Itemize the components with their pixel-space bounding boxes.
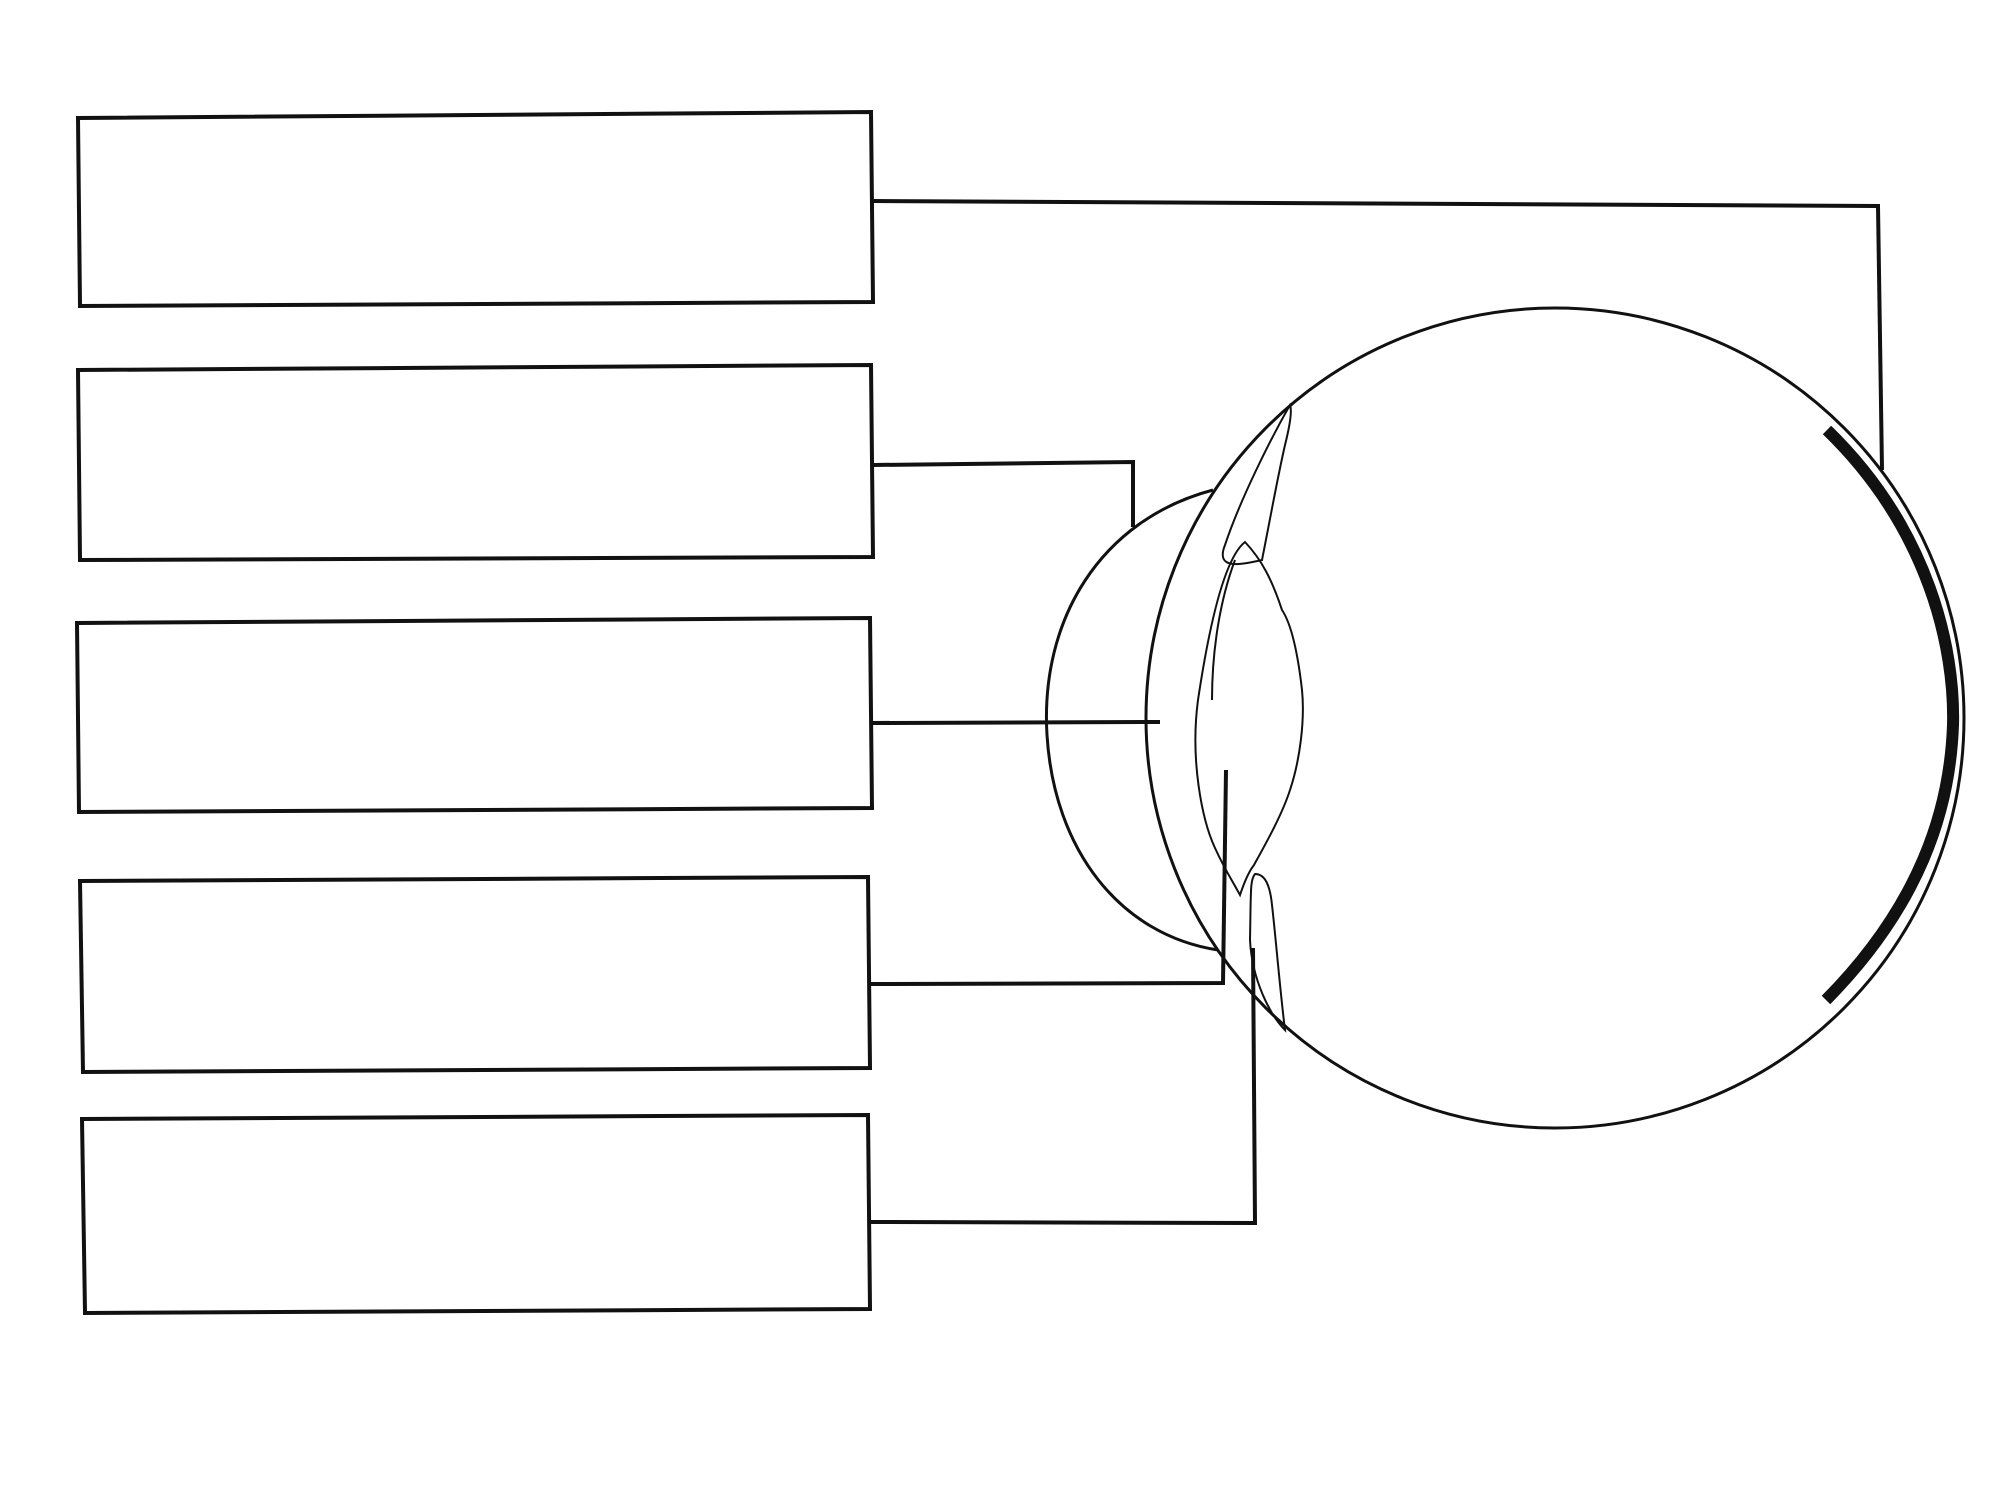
label-box-3[interactable] [74, 615, 875, 815]
lens-inner-curve [1211, 559, 1236, 701]
label-box-2[interactable] [75, 362, 876, 563]
sclera-outline [1144, 306, 1966, 1130]
cornea-outline [1044, 488, 1219, 952]
retina-arc [1821, 425, 1960, 1005]
eyeball [1044, 306, 1966, 1130]
lens-outline [1194, 540, 1304, 898]
iris-lower [1248, 872, 1287, 1033]
leader-line-4 [869, 769, 1228, 986]
iris-upper [1221, 402, 1292, 566]
leader-line-1 [872, 199, 1884, 471]
label-box-1[interactable] [75, 109, 876, 309]
label-box-4[interactable] [77, 874, 873, 1075]
leader-line-5 [869, 947, 1258, 1226]
leader-line-2 [872, 459, 1135, 527]
label-box-5[interactable] [79, 1112, 873, 1316]
leader-line-3 [871, 720, 1161, 725]
